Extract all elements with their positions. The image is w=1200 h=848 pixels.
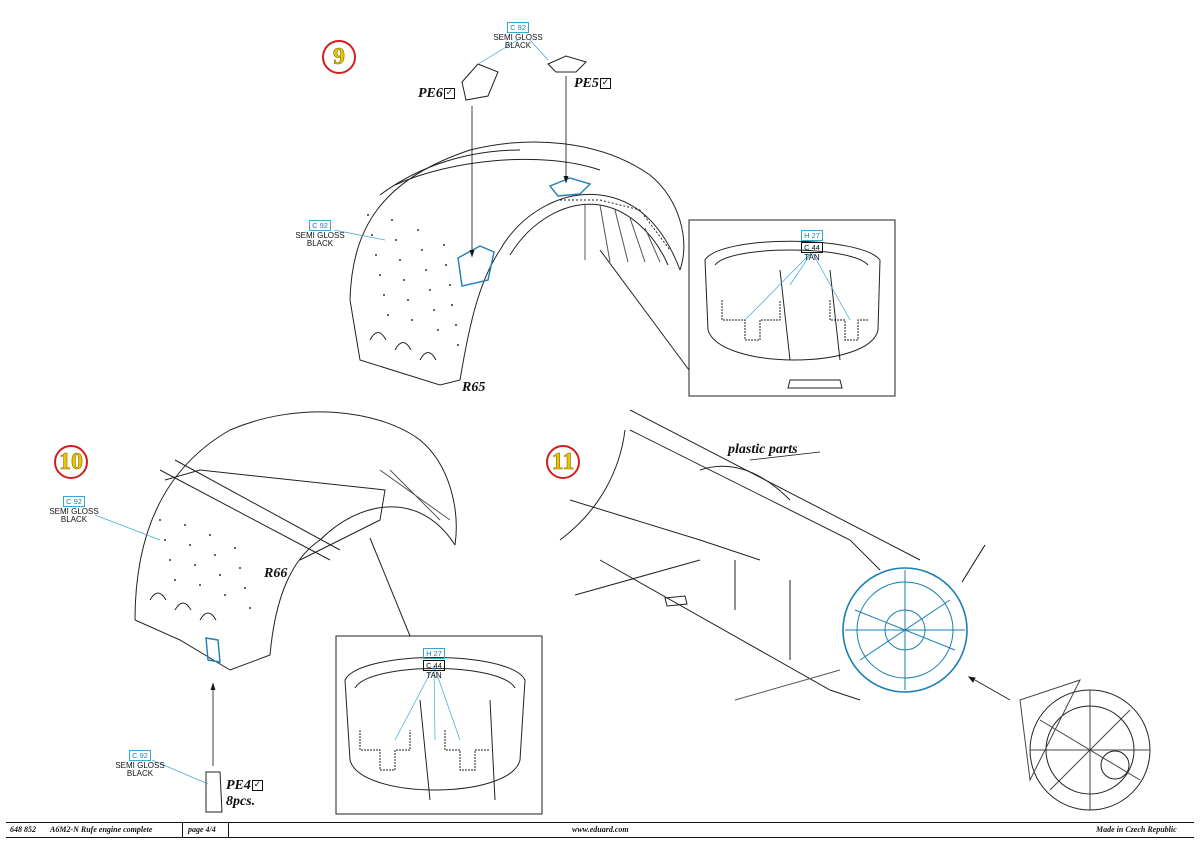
footer-divider: [228, 823, 229, 837]
part-pe4-text: PE4: [226, 778, 251, 793]
paint-code-1: H 27: [801, 230, 823, 241]
detail-inset-1: [599, 219, 896, 397]
paint-name-line2: BLACK: [504, 41, 532, 50]
paint-callout-h27-c44-inset1: H 27 C 44 TAN: [792, 230, 832, 262]
part-label-pe5: PE5✓: [574, 76, 611, 92]
part-label-r66: R66: [264, 566, 288, 581]
paint-callout-h27-c44-inset2: H 27 C 44 TAN: [414, 648, 454, 680]
part-pe4-quantity: 8pcs.: [226, 794, 256, 809]
paint-name-line1: SEMI GLOSS: [493, 33, 543, 42]
paint-code-1: H 27: [423, 648, 445, 659]
footer-product-code: 648 852: [10, 825, 36, 834]
step-11-marker: 11: [546, 445, 580, 479]
checkbox-icon[interactable]: ✓: [599, 78, 611, 90]
paint-code: C 92: [507, 22, 529, 33]
paint-name: TAN: [804, 253, 820, 262]
paint-code-2: C 44: [423, 660, 445, 671]
footer-divider: [182, 823, 183, 837]
paint-callout-c92-r66: C 92 SEMI GLOSS BLACK: [44, 496, 104, 524]
fuselage-engine-drawing: [559, 409, 1151, 811]
plastic-parts-label: plastic parts: [728, 442, 798, 457]
paint-name-line1: SEMI GLOSS: [115, 761, 165, 770]
part-label-pe4: PE4✓: [226, 778, 263, 794]
paint-callout-c92-pe: C 92 SEMI GLOSS BLACK: [488, 22, 548, 50]
cowling-r65-drawing: [349, 55, 685, 386]
paint-name-line2: BLACK: [60, 515, 88, 524]
checkbox-icon[interactable]: ✓: [251, 780, 263, 792]
checkbox-icon[interactable]: ✓: [443, 88, 455, 100]
paint-code: C 92: [309, 220, 331, 231]
paint-code: C 92: [129, 750, 151, 761]
part-pe6-text: PE6: [418, 86, 443, 101]
step-10-marker: 10: [54, 445, 88, 479]
part-pe5-text: PE5: [574, 76, 599, 91]
part-label-r65: R65: [462, 380, 486, 395]
footer-page-number: page 4/4: [188, 825, 216, 834]
paint-code-2: C 44: [801, 242, 823, 253]
paint-name-line1: SEMI GLOSS: [49, 507, 99, 516]
paint-name: TAN: [426, 671, 442, 680]
footer-bar: 648 852 A6M2-N Rufe engine complete page…: [6, 822, 1194, 838]
paint-callout-c92-r65: C 92 SEMI GLOSS BLACK: [290, 220, 350, 248]
footer-product-title: A6M2-N Rufe engine complete: [50, 825, 153, 834]
footer-website: www.eduard.com: [572, 825, 629, 834]
paint-name-line2: BLACK: [306, 239, 334, 248]
cowling-r66-drawing: [134, 411, 457, 813]
paint-code: C 92: [63, 496, 85, 507]
step-9-marker: 9: [322, 40, 356, 74]
paint-name-line1: SEMI GLOSS: [295, 231, 345, 240]
paint-name-line2: BLACK: [126, 769, 154, 778]
part-label-pe6: PE6✓: [418, 86, 455, 102]
paint-callout-c92-pe4: C 92 SEMI GLOSS BLACK: [110, 750, 170, 778]
footer-made-in: Made in Czech Republic: [1096, 825, 1177, 834]
detail-inset-2: [335, 537, 543, 815]
